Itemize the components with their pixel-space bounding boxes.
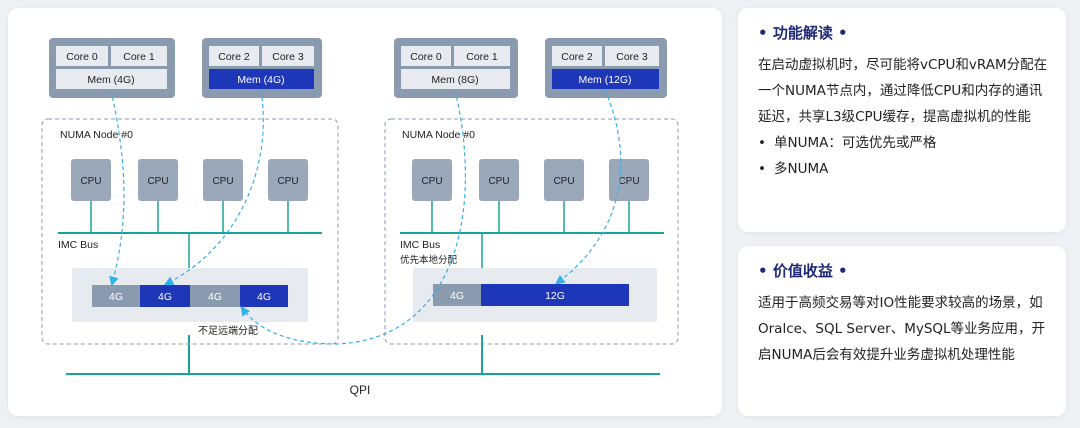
cpu-label: CPU <box>80 176 101 187</box>
qpi-label: QPI <box>350 383 371 397</box>
cpu-box <box>412 159 452 201</box>
bullet-icon: • <box>758 135 766 151</box>
function-card: • 功能解读 • 在启动虚拟机时，尽可能将vCPU和vRAM分配在一个NUMA节… <box>738 8 1066 232</box>
value-card-title: • 价值收益 • <box>758 260 848 281</box>
vm-mem-cell <box>209 69 314 89</box>
vm-core-label: Core 0 <box>410 51 442 63</box>
mem-block-label: 4G <box>208 291 222 303</box>
value-description: 适用于高频交易等对IO性能要求较高的场景，如Oralce、SQL Server、… <box>758 295 1046 363</box>
title-bullet-icon: • <box>832 24 848 42</box>
mem-block-label: 4G <box>158 291 172 303</box>
vm-core-label: Core 3 <box>616 51 648 63</box>
mem-block-label: 4G <box>450 290 464 302</box>
function-card-title: • 功能解读 • <box>758 22 848 43</box>
mem-block-blue <box>481 284 629 306</box>
vm-core-cell <box>209 46 259 66</box>
bullet-item: • 单NUMA：可选优先或严格 <box>758 130 1054 156</box>
alloc-arrow-vm1 <box>109 89 125 287</box>
vm-core-label: Core 2 <box>218 51 250 63</box>
cpu-box <box>544 159 584 201</box>
cpu-box <box>609 159 649 201</box>
alloc-arrow-vm4 <box>555 89 622 285</box>
alloc-arrow-vm3-remote <box>240 89 467 345</box>
cpu-label: CPU <box>147 176 168 187</box>
vm-core-cell <box>56 46 108 66</box>
numa-node-label: NUMA Node #0 <box>402 129 475 141</box>
vm-core-label: Core 0 <box>66 51 98 63</box>
mem-block-blue <box>140 285 190 307</box>
cpu-box <box>479 159 519 201</box>
mem-block-blue <box>240 285 288 307</box>
value-card-body: 适用于高频交易等对IO性能要求较高的场景，如Oralce、SQL Server、… <box>758 290 1054 368</box>
vm-box-3: Core 0 Core 1 Mem (8G) <box>394 38 518 98</box>
vm-mem-label: Mem (4G) <box>237 74 284 86</box>
mem-block-gray <box>92 285 140 307</box>
mem-block-label: 12G <box>545 290 565 302</box>
bullet-icon: • <box>758 161 766 177</box>
local-alloc-label: 优先本地分配 <box>400 254 458 266</box>
cpu-box <box>71 159 111 201</box>
vm-core-cell <box>262 46 314 66</box>
cpu-box <box>138 159 178 201</box>
vm-mem-cell <box>552 69 659 89</box>
vm-core-label: Core 1 <box>466 51 498 63</box>
title-bullet-icon: • <box>758 262 773 280</box>
vm-core-cell <box>552 46 602 66</box>
vm-mem-label: Mem (12G) <box>578 74 631 86</box>
imc-bus-label: IMC Bus <box>58 239 98 251</box>
mem-block-label: 4G <box>109 291 123 303</box>
vm-core-cell <box>111 46 167 66</box>
mem-block-gray <box>190 285 240 307</box>
value-card: • 价值收益 • 适用于高频交易等对IO性能要求较高的场景，如Oralce、SQ… <box>738 246 1066 416</box>
function-card-body: 在启动虚拟机时，尽可能将vCPU和vRAM分配在一个NUMA节点内，通过降低CP… <box>758 52 1054 182</box>
title-bullet-icon: • <box>758 24 773 42</box>
function-title-text: 功能解读 <box>772 24 833 42</box>
bullet-text: 多NUMA <box>774 161 829 177</box>
alloc-arrow-vm2 <box>163 89 264 286</box>
cpu-label: CPU <box>488 176 509 187</box>
numa-diagram-panel: QPI Core 0 Core 1 Mem (4G) Core 2 Core 3… <box>8 8 722 416</box>
mem-block-gray <box>433 284 481 306</box>
numa-node-label: NUMA Node #0 <box>60 129 133 141</box>
title-bullet-icon: • <box>832 262 848 280</box>
vm-core-label: Core 1 <box>123 51 155 63</box>
cpu-box <box>268 159 308 201</box>
vm-core-cell <box>605 46 659 66</box>
cpu-label: CPU <box>553 176 574 187</box>
function-description: 在启动虚拟机时，尽可能将vCPU和vRAM分配在一个NUMA节点内，通过降低CP… <box>758 57 1048 125</box>
imc-bus-label: IMC Bus <box>400 239 440 251</box>
vm-mem-label: Mem (8G) <box>431 74 478 86</box>
vm-core-label: Core 3 <box>272 51 304 63</box>
vm-core-cell <box>454 46 510 66</box>
value-title-text: 价值收益 <box>772 262 833 280</box>
vm-box-1: Core 0 Core 1 Mem (4G) <box>49 38 175 98</box>
numa-diagram: QPI Core 0 Core 1 Mem (4G) Core 2 Core 3… <box>41 38 679 397</box>
cpu-box <box>203 159 243 201</box>
bullet-text: 单NUMA：可选优先或严格 <box>774 135 937 151</box>
remote-alloc-label: 不足远端分配 <box>198 324 258 337</box>
vm-core-cell <box>401 46 451 66</box>
vm-box-4: Core 2 Core 3 Mem (12G) <box>545 38 667 98</box>
vm-core-label: Core 2 <box>561 51 593 63</box>
mem-block-label: 4G <box>257 291 271 303</box>
cpu-label: CPU <box>421 176 442 187</box>
vm-mem-cell <box>401 69 510 89</box>
cpu-label: CPU <box>212 176 233 187</box>
vm-mem-label: Mem (4G) <box>87 74 134 86</box>
cpu-label: CPU <box>618 176 639 187</box>
numa-node-left: NUMA Node #0 CPU CPU CPU CPU IMC Bus 4G … <box>41 118 339 345</box>
cpu-label: CPU <box>277 176 298 187</box>
vm-box-2: Core 2 Core 3 Mem (4G) <box>202 38 322 98</box>
numa-node-right: NUMA Node #0 CPU CPU CPU CPU IMC Bus 优先本… <box>384 118 679 345</box>
bullet-item: • 多NUMA <box>758 156 1054 182</box>
vm-mem-cell <box>56 69 167 89</box>
